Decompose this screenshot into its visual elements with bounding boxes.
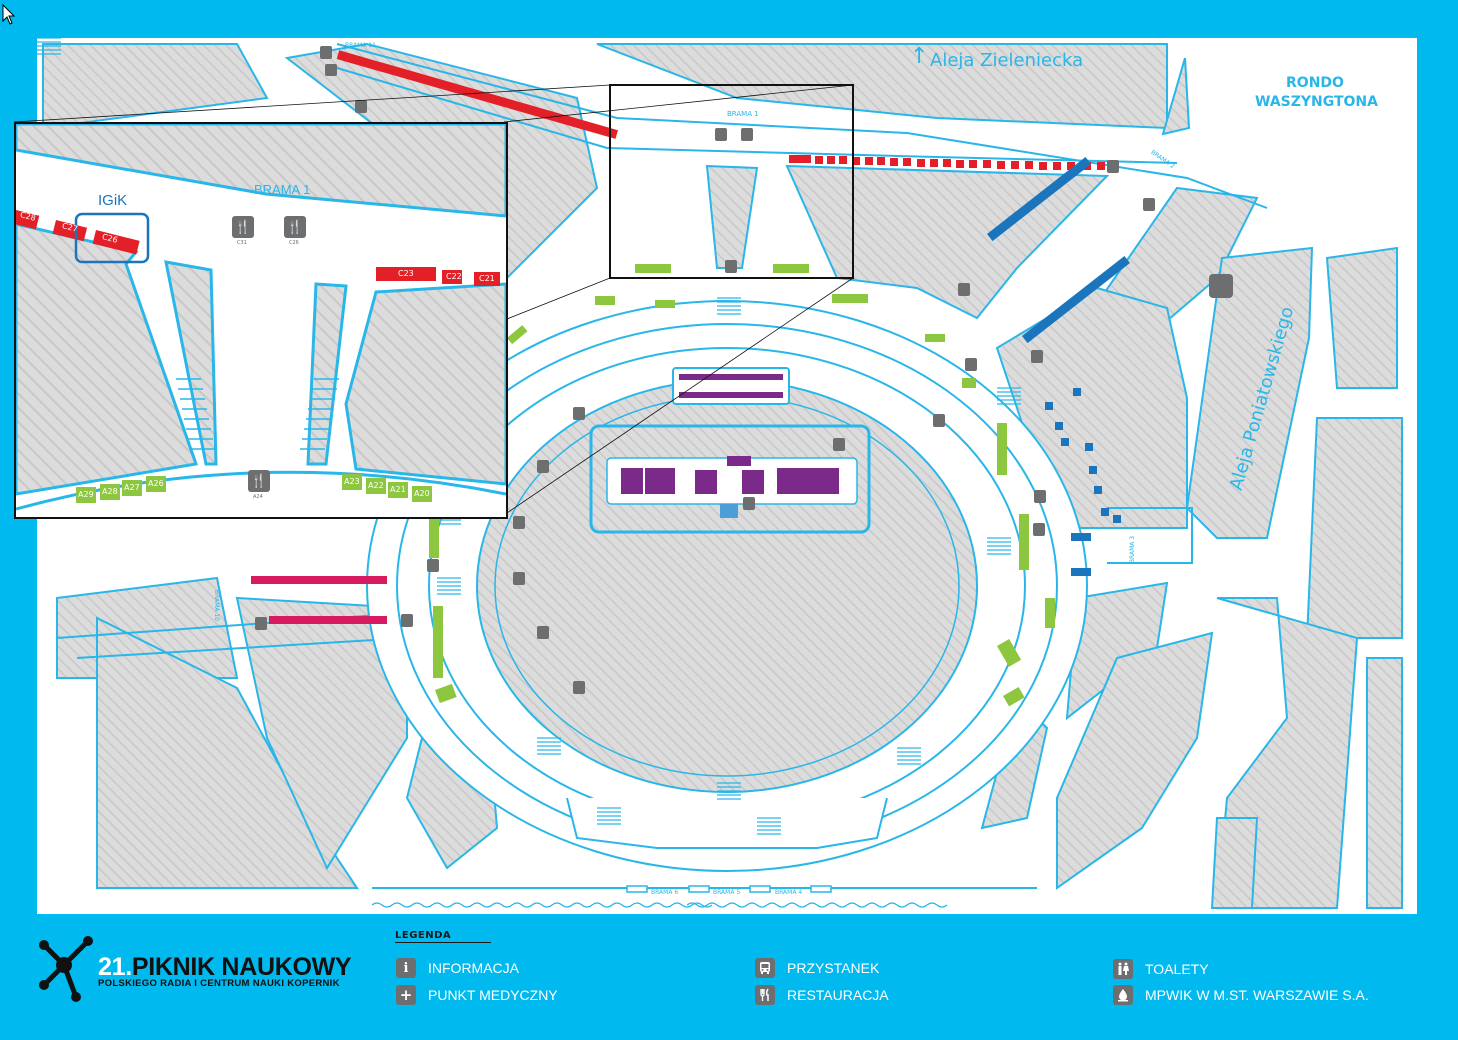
central-pavilion xyxy=(589,367,871,534)
toilets-icon xyxy=(1113,959,1133,979)
zoom-inset[interactable]: IGiK BRAMA 1 C28 C27 C26 C23 C22 C21 A29… xyxy=(14,122,508,519)
inset-stall-a27[interactable]: A27 xyxy=(124,483,140,492)
inset-stall-a28[interactable]: A28 xyxy=(102,487,118,496)
info-icon: i xyxy=(396,958,416,978)
inset-igik-label: IGiK xyxy=(98,192,128,209)
event-logo: 21.PIKNIK NAUKOWY POLSKIEGO RADIA I CENT… xyxy=(36,935,366,1005)
bus-icon xyxy=(755,958,775,978)
gate-label-brama-5: BRAMA 5 xyxy=(713,889,741,896)
inset-blocks xyxy=(16,124,506,496)
map-service-icons[interactable] xyxy=(255,46,1233,694)
gate-markers-bottom xyxy=(626,885,832,893)
c-stalls-row-diagonal[interactable] xyxy=(336,50,618,139)
restaurant-icon xyxy=(755,985,775,1005)
rondo-line-2: WASZYNGTONA xyxy=(1255,94,1378,110)
inset-stall-a26[interactable]: A26 xyxy=(148,479,164,488)
inset-restaurant-a24-label: A24 xyxy=(253,494,263,500)
legend-title: LEGENDA xyxy=(395,930,452,941)
inset-restaurant-c26[interactable]: 🍴 xyxy=(284,216,306,238)
brand-subtitle: POLSKIEGO RADIA I CENTRUM NAUKI KOPERNIK xyxy=(98,978,340,989)
legend-label: PUNKT MEDYCZNY xyxy=(428,987,558,1003)
legend-label: MPWIK W M.ST. WARSZAWIE S.A. xyxy=(1145,987,1369,1003)
legend-label: PRZYSTANEK xyxy=(787,960,880,976)
a-stalls[interactable] xyxy=(429,264,1055,707)
b-stalls[interactable] xyxy=(987,157,1130,576)
legend-item-informacja: i INFORMACJA xyxy=(396,957,519,979)
north-arrow-icon: ↑ xyxy=(910,44,929,69)
water-drop-icon xyxy=(1113,985,1133,1005)
street-label-aleja-zieleniecka: ↑ Aleja Zieleniecka xyxy=(910,44,1084,71)
inset-stall-a23[interactable]: A23 xyxy=(344,477,360,486)
inset-a-stalls[interactable] xyxy=(76,474,432,503)
brand-title-text: PIKNIK NAUKOWY xyxy=(131,953,352,981)
molecule-logo-icon xyxy=(39,936,93,1002)
inset-restaurant-c31[interactable]: 🍴 xyxy=(232,216,254,238)
restaurant-icon: 🍴 xyxy=(234,219,252,235)
c-stalls-row-right[interactable] xyxy=(789,155,1105,170)
legend-divider xyxy=(395,942,491,943)
gate-label-brama-1: BRAMA 1 xyxy=(727,110,759,118)
inset-stall-c23[interactable]: C23 xyxy=(398,269,414,278)
inset-stall-c22[interactable]: C22 xyxy=(446,272,462,281)
rondo-label: RONDO WASZYNGTONA xyxy=(1255,74,1378,112)
crosswalks xyxy=(37,38,1022,835)
inset-stall-a22[interactable]: A22 xyxy=(368,481,384,490)
gate-label-brama-6: BRAMA 6 xyxy=(651,889,679,896)
brand-number: 21. xyxy=(98,953,132,981)
mouse-cursor-icon xyxy=(2,4,16,25)
inset-stall-a21[interactable]: A21 xyxy=(390,485,406,494)
legend-item-mpwik: MPWIK W M.ST. WARSZAWIE S.A. xyxy=(1113,984,1369,1006)
gate-label-brama-4: BRAMA 4 xyxy=(775,889,803,896)
legend-item-przystanek: PRZYSTANEK xyxy=(755,957,879,979)
gate-label-brama-11: BRAMA 11 xyxy=(345,42,376,49)
inset-gate-label: BRAMA 1 xyxy=(254,182,311,197)
inset-crosswalks xyxy=(176,378,339,450)
legend-label: TOALETY xyxy=(1145,961,1209,977)
inset-restaurant-c26-label: C26 xyxy=(289,240,299,246)
d-stalls[interactable] xyxy=(251,576,387,624)
inset-stall-a20[interactable]: A20 xyxy=(414,489,430,498)
legend-label: RESTAURACJA xyxy=(787,987,889,1003)
restaurant-icon: 🍴 xyxy=(286,219,304,235)
water-waves xyxy=(371,902,948,908)
legend-label: INFORMACJA xyxy=(428,960,519,976)
inset-stall-a29[interactable]: A29 xyxy=(78,490,94,499)
legend-item-toalety: TOALETY xyxy=(1113,958,1209,980)
inset-restaurant-c31-label: C31 xyxy=(237,240,247,246)
street-name-north: Aleja Zieleniecka xyxy=(930,50,1084,71)
legend-item-restauracja: RESTAURACJA xyxy=(755,984,889,1006)
brand-title: 21.PIKNIK NAUKOWY xyxy=(98,953,352,982)
inset-stall-c21[interactable]: C21 xyxy=(479,274,495,283)
igik-highlight[interactable] xyxy=(74,212,150,264)
inset-restaurant-a24[interactable]: 🍴 xyxy=(248,470,270,492)
legend-item-punkt-medyczny: + PUNKT MEDYCZNY xyxy=(396,984,558,1006)
restaurant-icon: 🍴 xyxy=(250,473,268,489)
rondo-line-1: RONDO xyxy=(1286,75,1344,91)
inset-c-stalls[interactable] xyxy=(16,210,500,286)
medical-cross-icon: + xyxy=(396,985,416,1005)
